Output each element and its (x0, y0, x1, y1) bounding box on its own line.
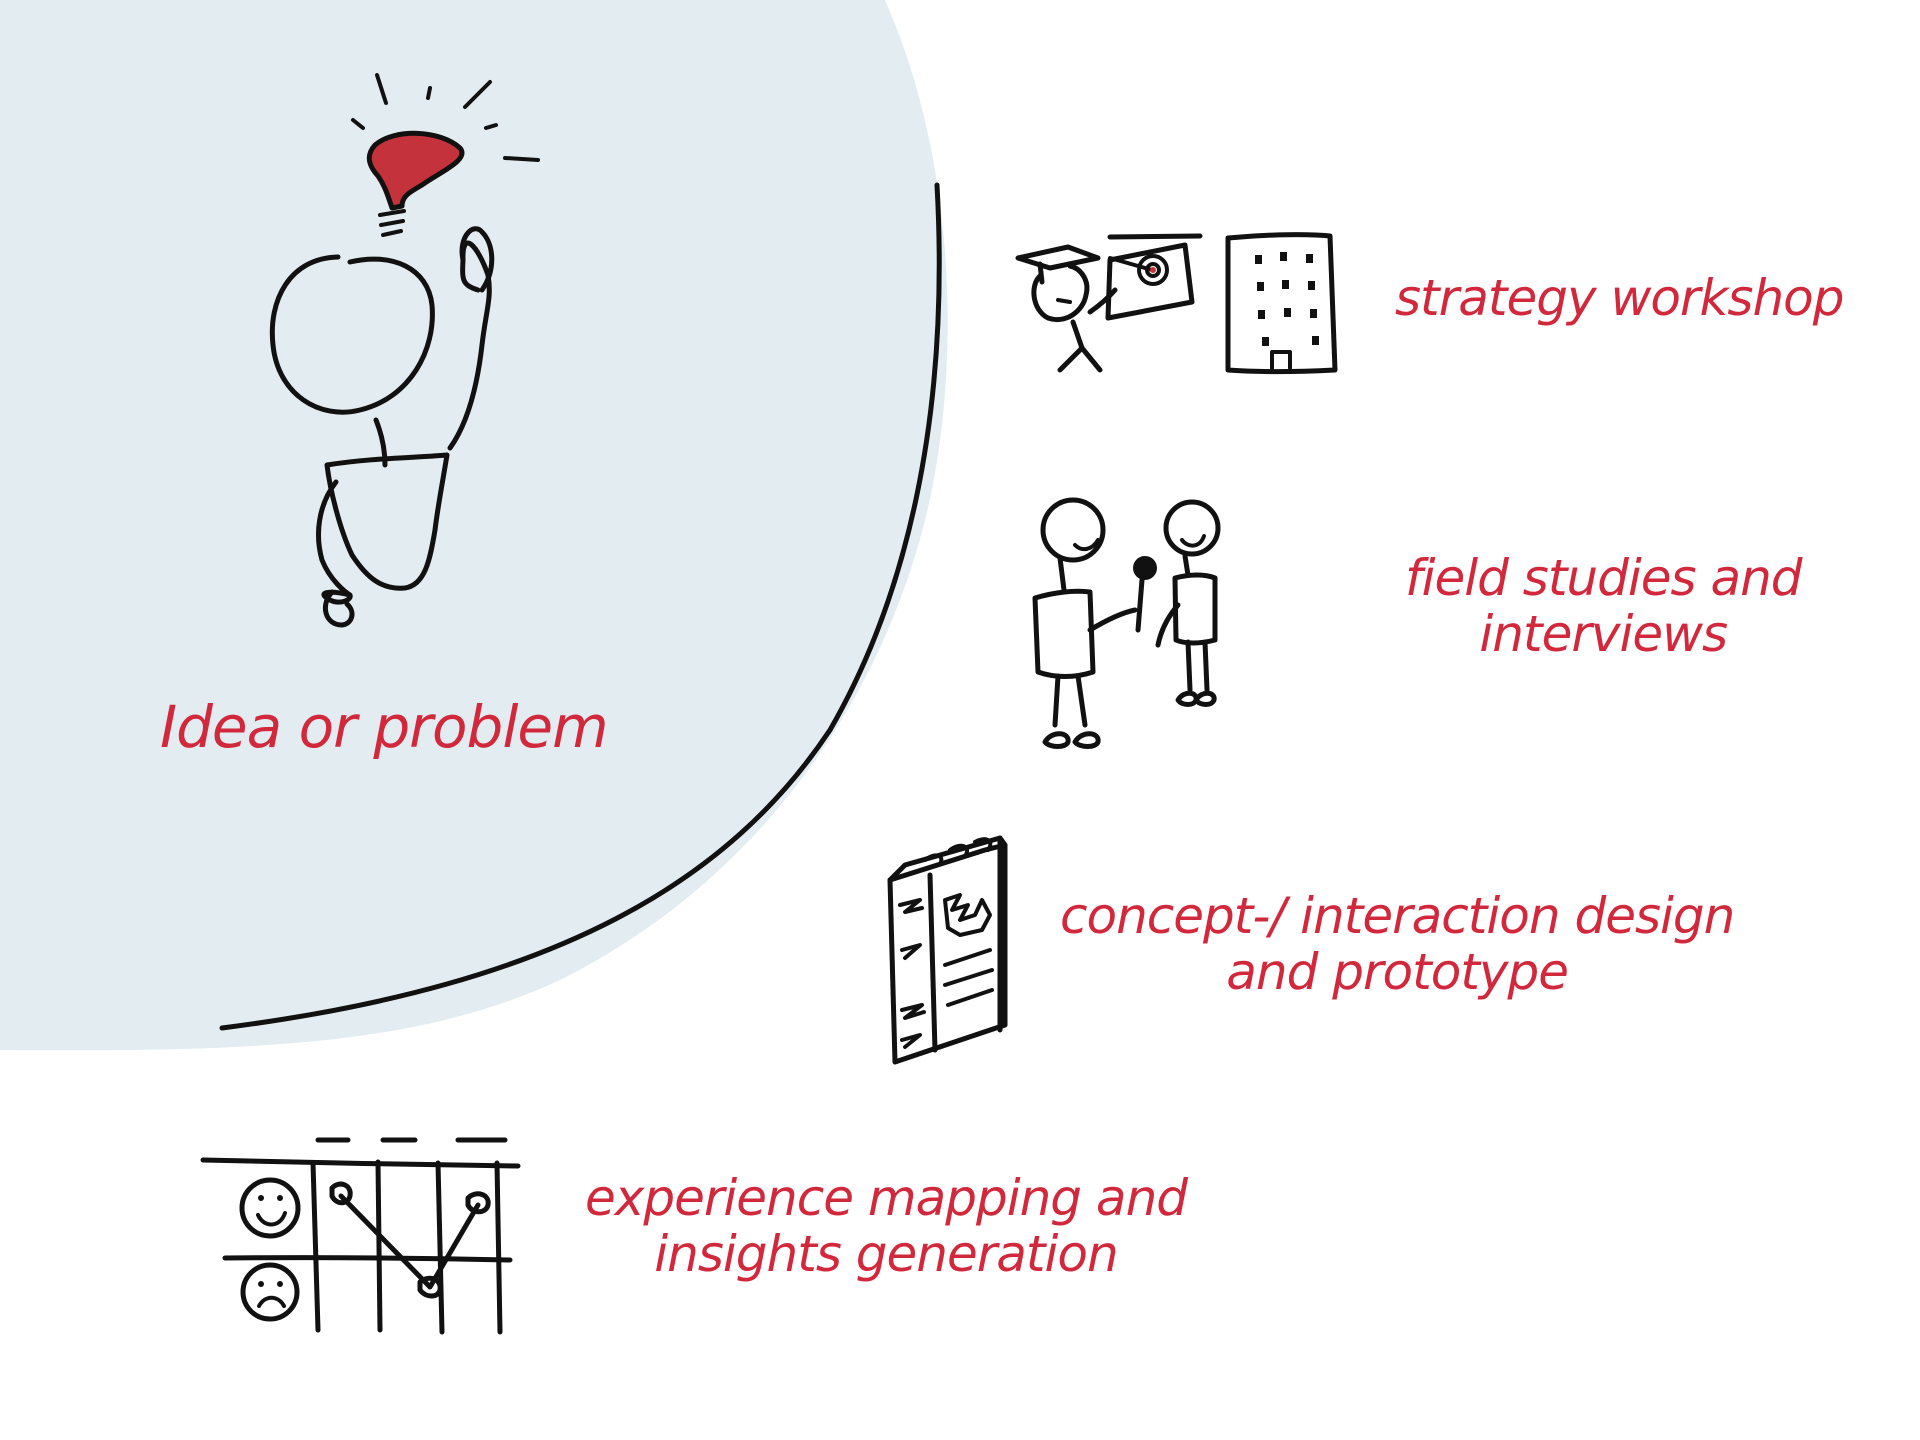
step-label-line1: experience mapping and (585, 1169, 1188, 1227)
idea-or-problem-label: Idea or problem (160, 693, 609, 761)
person-with-lightbulb-icon (269, 73, 540, 628)
step-label-line2: and prototype (1226, 943, 1569, 1001)
step-label-line2: interviews (1479, 605, 1728, 663)
strategy-workshop-icon (1015, 232, 1338, 374)
step-label-line1: field studies and (1405, 549, 1803, 607)
step-label-line1: concept-/ interaction design (1060, 887, 1735, 945)
step-experience-mapping: experience mapping and insights generati… (585, 1169, 1188, 1283)
lightbulb-icon (366, 130, 465, 211)
step-label-line2: insights generation (654, 1225, 1118, 1283)
idea-bubble (0, 0, 948, 1051)
step-strategy-workshop: strategy workshop (1395, 269, 1845, 327)
idea-or-problem-text: Idea or problem (160, 693, 609, 761)
step-field-studies: field studies and interviews (1405, 549, 1803, 663)
prototype-book-icon (887, 835, 1008, 1065)
step-label-line1: strategy workshop (1395, 269, 1845, 327)
interview-icon (1032, 497, 1221, 749)
bubble-outline (219, 182, 942, 1031)
experience-map-icon (200, 1137, 521, 1335)
step-concept-design: concept-/ interaction design and prototy… (1060, 887, 1735, 1001)
